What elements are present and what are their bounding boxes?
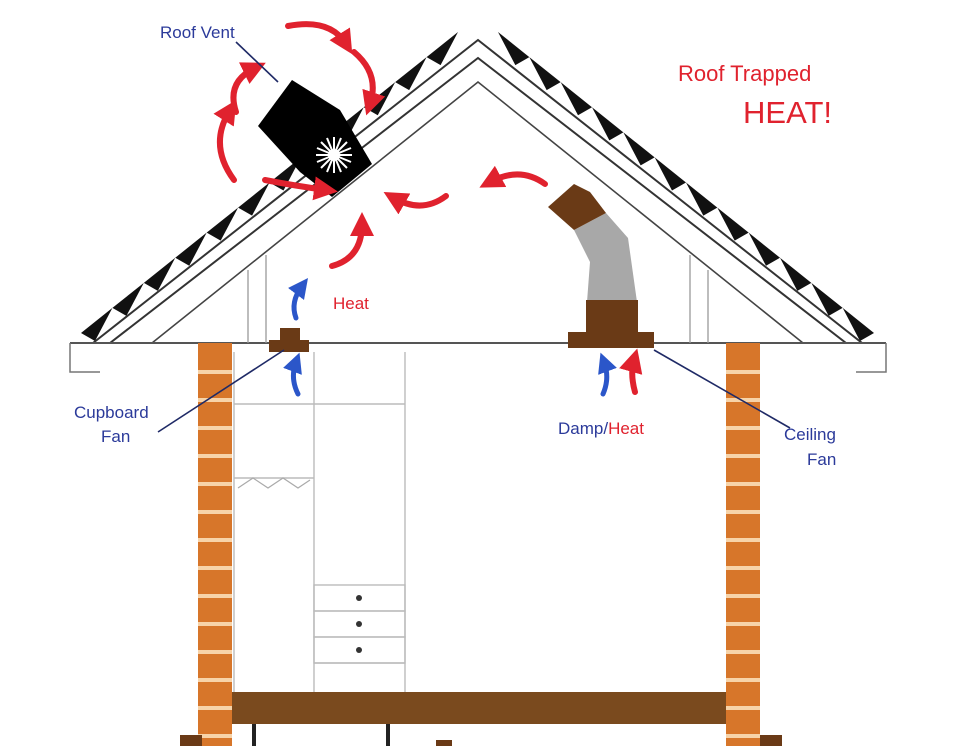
- brick-mortar: [198, 622, 232, 626]
- heat-exclaim-label: HEAT!: [743, 95, 832, 130]
- brick-mortar: [726, 454, 760, 458]
- heat-label: Heat: [333, 294, 369, 313]
- damp-heat-text: Heat: [608, 419, 644, 438]
- floor-supports: [252, 724, 390, 746]
- brick-mortar: [198, 650, 232, 654]
- shingle: [654, 157, 686, 191]
- shingle: [623, 132, 655, 166]
- brick-mortar: [726, 370, 760, 374]
- brick-mortar: [198, 454, 232, 458]
- brick-mortar: [198, 426, 232, 430]
- brick-mortar: [198, 510, 232, 514]
- brick-mortar: [726, 510, 760, 514]
- brick-mortar: [726, 566, 760, 570]
- brick-mortar: [726, 678, 760, 682]
- shingle: [143, 257, 176, 291]
- eave-right: [856, 343, 887, 373]
- brick-mortar: [198, 566, 232, 570]
- ceiling-fan-duct: [548, 184, 654, 348]
- shingle: [748, 232, 780, 266]
- brick-mortar: [198, 706, 232, 710]
- roof-shingles-right: [498, 32, 874, 341]
- brick-mortar: [726, 622, 760, 626]
- eave-left: [69, 343, 100, 373]
- shingle: [592, 107, 624, 141]
- cupboard-fan-label-line1: Cupboard: [74, 403, 149, 422]
- clothes-hanger-icon: [237, 477, 311, 489]
- attic-outline: [151, 80, 804, 344]
- shingle: [175, 232, 207, 266]
- drawer-knobs: [356, 595, 362, 653]
- brick-mortar: [726, 426, 760, 430]
- roof-shingles-left: [81, 32, 458, 341]
- roof-trapped-label: Roof Trapped: [678, 61, 812, 86]
- ceiling-fan-label-line1: Ceiling: [784, 425, 836, 444]
- brick-mortar: [198, 398, 232, 402]
- shingle: [426, 32, 458, 66]
- floor-beam: [232, 692, 726, 724]
- brick-mortar: [726, 734, 760, 738]
- brick-mortar: [198, 538, 232, 542]
- cupboard-fan: [269, 328, 309, 352]
- shingle: [206, 207, 239, 241]
- shingle: [529, 57, 561, 91]
- brick-mortar: [726, 594, 760, 598]
- brick-body: [726, 343, 760, 746]
- brick-mortar: [198, 482, 232, 486]
- brick-mortar: [726, 538, 760, 542]
- ceiling-fan-label-line2: Fan: [807, 450, 837, 469]
- attic-studs: [247, 255, 709, 343]
- shingle: [395, 57, 427, 91]
- shingle: [780, 257, 812, 291]
- brick-mortar: [726, 706, 760, 710]
- brick-mortar: [198, 370, 232, 374]
- brick-pillar-right: [726, 343, 760, 746]
- brick-pillar-left: [198, 343, 232, 746]
- shingle: [717, 207, 749, 241]
- heat-arrow-icon: [213, 21, 643, 395]
- shingle: [686, 182, 718, 216]
- cupboard-fan-label-line2: Fan: [101, 427, 131, 446]
- shingle: [81, 307, 113, 341]
- shingle: [112, 282, 144, 316]
- damp-arrow-icon: [283, 277, 617, 397]
- floor-blocks: [180, 735, 782, 746]
- damp-heat-label: Damp/Heat: [558, 418, 644, 439]
- roof-vent-label: Roof Vent: [160, 23, 235, 42]
- brick-mortar: [198, 594, 232, 598]
- brick-mortar: [726, 650, 760, 654]
- roof-vent-fan-icon: [258, 80, 372, 197]
- shingle: [842, 307, 874, 341]
- damp-text: Damp/: [558, 419, 609, 438]
- shingle: [498, 32, 530, 66]
- brick-mortar: [198, 734, 232, 738]
- brick-mortar: [198, 678, 232, 682]
- brick-mortar: [726, 398, 760, 402]
- cupboard: [233, 352, 406, 692]
- brick-mortar: [726, 482, 760, 486]
- shingle: [811, 282, 843, 316]
- shingle: [560, 82, 592, 116]
- shingle: [238, 182, 270, 216]
- leader-lines: [157, 41, 791, 433]
